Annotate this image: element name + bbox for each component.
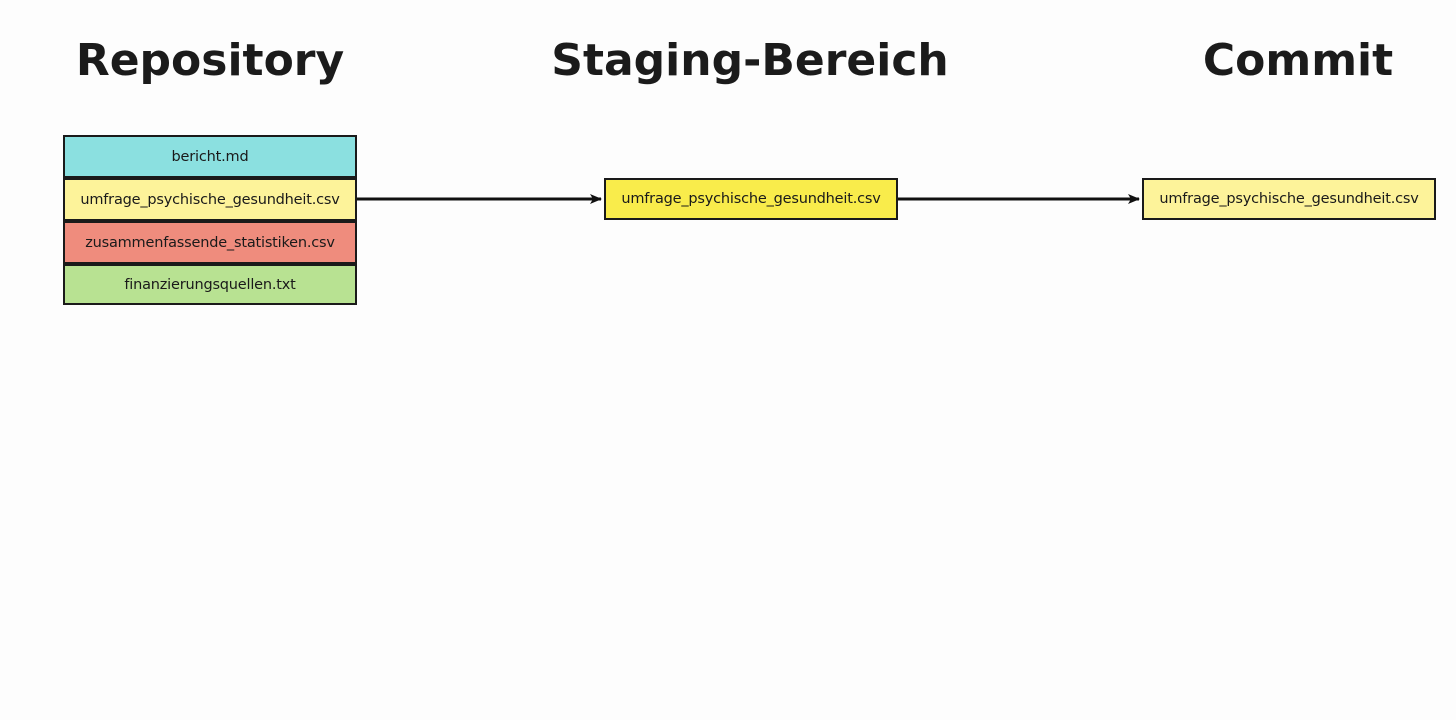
repo-file-statistiken: zusammenfassende_statistiken.csv (63, 221, 357, 264)
repository-heading: Repository (75, 35, 345, 86)
commit-file-umfrage: umfrage_psychische_gesundheit.csv (1142, 178, 1436, 220)
repo-file-umfrage: umfrage_psychische_gesundheit.csv (63, 178, 357, 221)
commit-heading: Commit (1202, 35, 1394, 86)
repo-file-bericht: bericht.md (63, 135, 357, 178)
staging-heading: Staging-Bereich (551, 35, 949, 86)
repo-file-finanzierung: finanzierungsquellen.txt (63, 264, 357, 305)
staging-file-umfrage: umfrage_psychische_gesundheit.csv (604, 178, 898, 220)
